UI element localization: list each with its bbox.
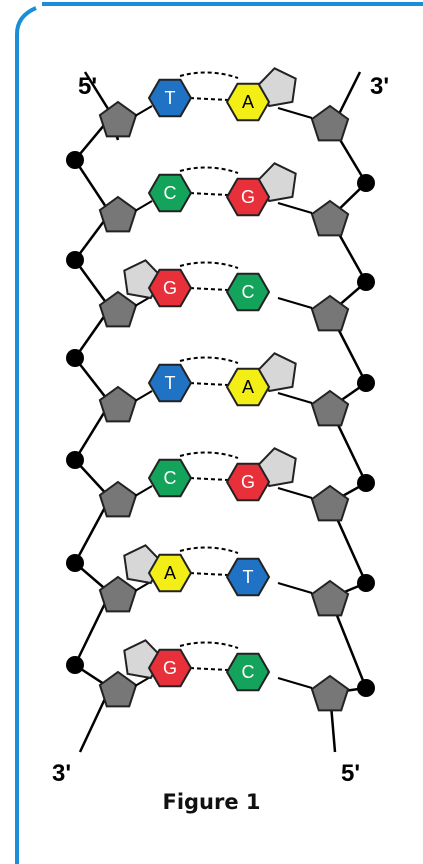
- hydrogen-bond: [189, 192, 229, 196]
- label-bottom-right-5prime: 5': [341, 760, 360, 787]
- phosphate-dot: [66, 251, 84, 269]
- backbone-right: [328, 71, 368, 753]
- nucleobase-A: [225, 367, 271, 407]
- hydrogen-bond: [179, 546, 239, 554]
- hydrogen-bond: [179, 261, 239, 269]
- nucleobase-T: [147, 363, 193, 403]
- hydrogen-bond: [179, 71, 239, 79]
- nucleobase-C: [225, 272, 271, 312]
- glycosidic-bond: [277, 392, 313, 404]
- label-top-right-3prime: 3': [370, 73, 389, 100]
- hydrogen-bond: [189, 382, 229, 386]
- nucleobase-A: [225, 82, 271, 122]
- sugar-pentagon: [98, 385, 138, 423]
- hydrogen-bond: [179, 166, 239, 174]
- purine-ring: [256, 162, 297, 203]
- base-letter-right: C: [242, 662, 255, 682]
- glycosidic-bond: [277, 582, 313, 594]
- glycosidic-bond: [134, 390, 153, 402]
- purine-ring: [256, 67, 297, 108]
- sugar-pentagon: [310, 484, 350, 522]
- phosphate-dot: [66, 451, 84, 469]
- phosphate-dot: [66, 151, 84, 169]
- sugar-pentagon: [98, 195, 138, 233]
- nucleobase-G: [147, 268, 193, 308]
- hydrogen-bond: [189, 667, 229, 671]
- nucleobase-G: [147, 648, 193, 688]
- glycosidic-bond: [277, 297, 313, 309]
- base-letter-left: T: [165, 88, 176, 108]
- phosphate-dot: [66, 349, 84, 367]
- figure-frame: [15, 2, 423, 35]
- phosphate-dot: [357, 679, 375, 697]
- purine-ring: [256, 447, 297, 488]
- sugar-pentagon: [98, 575, 138, 613]
- sugar-pentagon: [310, 579, 350, 617]
- sugar-pentagon: [98, 480, 138, 518]
- base-letter-left: G: [163, 658, 177, 678]
- sugar-pentagon: [310, 674, 350, 712]
- glycosidic-bond: [277, 487, 313, 499]
- hydrogen-bond: [189, 572, 229, 576]
- hydrogen-bond: [179, 451, 239, 459]
- phosphate-dot: [357, 174, 375, 192]
- base-letter-right: C: [242, 282, 255, 302]
- glycosidic-bond: [277, 202, 313, 214]
- phosphate-dot: [357, 273, 375, 291]
- phosphate-dot: [357, 374, 375, 392]
- purine-ring: [256, 352, 297, 393]
- hydrogen-bond: [189, 287, 229, 291]
- glycosidic-bond: [134, 200, 153, 212]
- base-letter-left: C: [164, 183, 177, 203]
- nucleobase-C: [147, 458, 193, 498]
- glycosidic-bond: [134, 485, 153, 497]
- base-letter-right: A: [242, 92, 254, 112]
- nucleobase-T: [225, 557, 271, 597]
- phosphate-dot: [66, 656, 84, 674]
- nucleobase-G: [225, 462, 271, 502]
- glycosidic-bond: [134, 105, 153, 117]
- glycosidic-bond: [277, 107, 313, 119]
- label-bottom-left-3prime: 3': [52, 760, 71, 787]
- base-letter-right: G: [241, 472, 255, 492]
- hydrogen-bond: [189, 477, 229, 481]
- phosphate-dot: [357, 474, 375, 492]
- hydrogen-bond: [179, 356, 239, 364]
- phosphate-dot: [66, 554, 84, 572]
- base-letter-right: A: [242, 377, 254, 397]
- sugar-pentagon: [310, 294, 350, 332]
- nucleobase-T: [147, 78, 193, 118]
- sugar-pentagon: [98, 670, 138, 708]
- nucleobase-G: [225, 177, 271, 217]
- glycosidic-bond: [277, 677, 313, 689]
- sugar-pentagon: [310, 104, 350, 142]
- figure-caption: Figure 1: [162, 790, 261, 814]
- nucleobase-A: [147, 553, 193, 593]
- sugar-pentagon: [98, 100, 138, 138]
- nucleobase-C: [147, 173, 193, 213]
- label-top-left-5prime: 5': [78, 73, 97, 100]
- sugar-pentagon: [98, 290, 138, 328]
- sugar-pentagon: [310, 389, 350, 427]
- base-letter-left: T: [165, 373, 176, 393]
- hydrogen-bond: [189, 97, 229, 101]
- hydrogen-bond: [179, 641, 239, 649]
- base-letter-right: G: [241, 187, 255, 207]
- nucleobase-C: [225, 652, 271, 692]
- base-letter-left: A: [164, 563, 176, 583]
- sugar-pentagon: [310, 199, 350, 237]
- base-letter-right: T: [243, 567, 254, 587]
- phosphate-dot: [357, 574, 375, 592]
- base-letter-left: C: [164, 468, 177, 488]
- base-letter-left: G: [163, 278, 177, 298]
